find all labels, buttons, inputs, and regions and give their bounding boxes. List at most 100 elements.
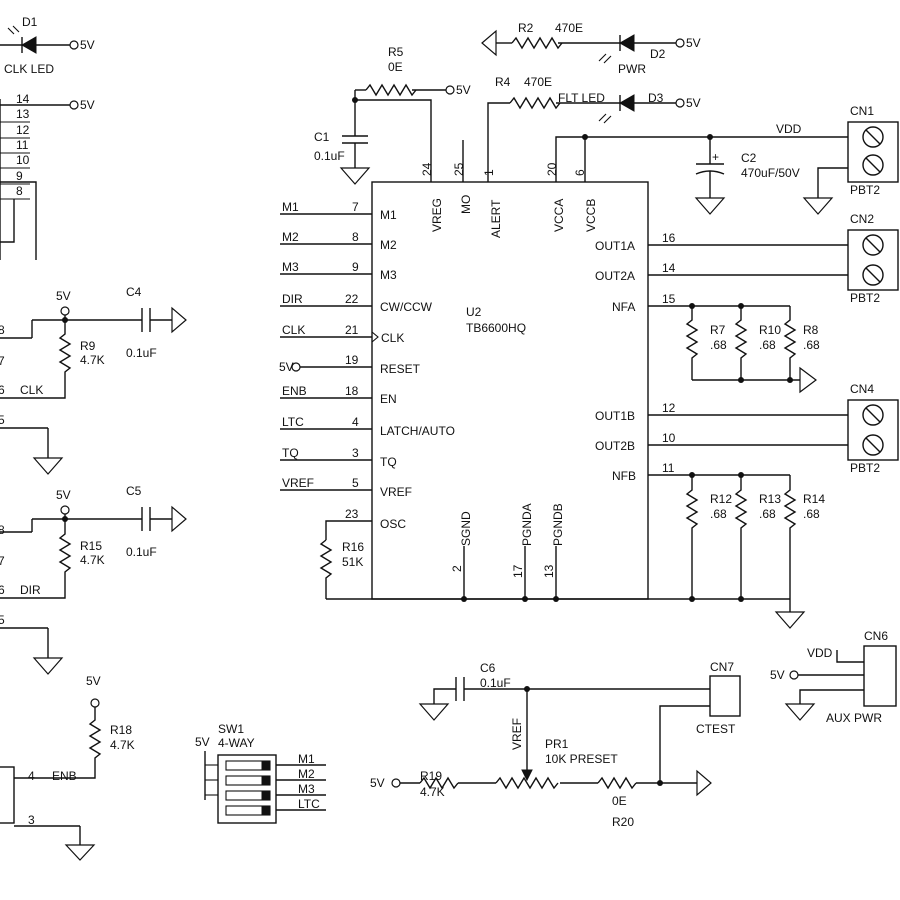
svg-text:ALERT: ALERT — [489, 199, 503, 238]
c5-value: 0.1uF — [126, 545, 157, 559]
cn4-ref: CN4 — [850, 382, 874, 396]
top-pin: 1 ALERT — [482, 169, 503, 238]
enb-pin: 4 — [28, 769, 35, 783]
dip-switch-sw1: SW1 4-WAY 5V M1 M2 M3 LTC — [195, 722, 326, 824]
cn4-type: PBT2 — [850, 461, 880, 475]
r5-value: 0E — [388, 60, 403, 74]
header-pin: 11 — [16, 138, 29, 152]
svg-text:M3: M3 — [380, 268, 397, 282]
vref-net-label: VREF — [510, 718, 524, 750]
svg-text:9: 9 — [352, 260, 359, 274]
dir-pin: 5 — [0, 613, 5, 627]
r7-value: .68 — [710, 338, 727, 352]
clk-pin: 5 — [0, 413, 5, 427]
svg-text:25: 25 — [452, 162, 466, 176]
c4-ref: C4 — [126, 285, 142, 299]
ground-bus: R16 51K — [319, 539, 806, 629]
clk-5v: 5V — [56, 289, 71, 303]
d1-5v: 5V — [80, 38, 95, 52]
svg-text:15: 15 — [662, 292, 676, 306]
cn6-ref: CN6 — [864, 629, 888, 643]
connector-cn6: CN6 VDD 5V AUX PWR — [770, 629, 897, 725]
vref-network: C6 0.1uF VREF PR1 10K PRESET 5V R19 4.7K… — [370, 660, 741, 829]
svg-text:M2: M2 — [380, 238, 397, 252]
r19-5v: 5V — [370, 776, 385, 790]
r12-ref: R12 — [710, 492, 732, 506]
svg-text:SGND: SGND — [459, 511, 473, 546]
svg-text:M2: M2 — [282, 230, 299, 244]
r9-value: 4.7K — [80, 353, 105, 367]
d1-label: CLK LED — [4, 62, 54, 76]
chip-u2: U2 TB6600HQ 24 VREG 25 MO 1 ALERT 20 VCC… — [279, 140, 848, 600]
svg-text:NFA: NFA — [612, 300, 635, 314]
c4-value: 0.1uF — [126, 346, 157, 360]
dir-pin: 6 — [0, 583, 5, 597]
dir-net-label: DIR — [20, 583, 41, 597]
c6-ref: C6 — [480, 661, 496, 675]
connector-cn2: CN2 PBT2 — [847, 212, 899, 305]
top-pin: 25 MO — [452, 162, 473, 214]
svg-text:TQ: TQ — [380, 455, 397, 469]
svg-text:5V: 5V — [279, 360, 294, 374]
r19-value: 4.7K — [420, 785, 445, 799]
connector-cn1: CN1 PBT2 — [847, 104, 899, 197]
header-pin: 13 — [16, 107, 30, 121]
d1-ref: D1 — [22, 15, 38, 29]
r2-value: 470E — [555, 21, 583, 35]
header-pin: 14 — [16, 92, 30, 106]
svg-text:OUT1A: OUT1A — [595, 239, 635, 253]
r8-value: .68 — [803, 338, 820, 352]
r15-value: 4.7K — [80, 553, 105, 567]
cn7-ref: CN7 — [710, 660, 734, 674]
header-5v: 5V — [80, 98, 95, 112]
r18-ref: R18 — [110, 723, 132, 737]
chip-ref: U2 — [466, 305, 482, 319]
svg-text:16: 16 — [662, 231, 676, 245]
svg-text:PGNDB: PGNDB — [551, 503, 565, 546]
svg-text:CW/CCW: CW/CCW — [380, 300, 433, 314]
r20-ref: R20 — [612, 815, 634, 829]
svg-text:NFB: NFB — [612, 469, 636, 483]
svg-text:6: 6 — [573, 169, 587, 176]
r13-value: .68 — [759, 507, 776, 521]
enb-5v: 5V — [86, 674, 101, 688]
r14-value: .68 — [803, 507, 820, 521]
cn6-vdd: VDD — [807, 646, 833, 660]
svg-text:17: 17 — [511, 564, 525, 578]
cn1-type: PBT2 — [850, 183, 880, 197]
svg-text:VCCA: VCCA — [552, 199, 566, 232]
svg-text:EN: EN — [380, 392, 397, 406]
connector-cn4: CN4 PBT2 — [847, 382, 899, 475]
top-pin: 6 VCCB — [573, 169, 598, 232]
c5-ref: C5 — [126, 484, 142, 498]
r4-ref: R4 — [495, 75, 511, 89]
svg-text:18: 18 — [345, 384, 359, 398]
clk-pin: 7 — [0, 354, 5, 368]
r20-value: 0E — [612, 794, 627, 808]
svg-text:LTC: LTC — [282, 415, 304, 429]
d3-label: FLT LED — [558, 91, 605, 105]
pwr-led-network: 5V R2 470E D2 PWR — [481, 21, 701, 76]
svg-text:1: 1 — [482, 169, 496, 176]
svg-text:VREG: VREG — [430, 198, 444, 232]
svg-text:21: 21 — [345, 323, 359, 337]
cn6-label: AUX PWR — [826, 711, 882, 725]
vreg-network: R5 0E 5V C1 0.1uF — [314, 45, 471, 185]
svg-text:MO: MO — [459, 195, 473, 214]
svg-text:VREF: VREF — [380, 485, 412, 499]
svg-text:5: 5 — [352, 476, 359, 490]
vdd-rail: VDD + C2 470uF/50V — [555, 122, 848, 215]
svg-text:OUT1B: OUT1B — [595, 409, 635, 423]
svg-text:VCCB: VCCB — [584, 199, 598, 232]
d3-ref: D3 — [648, 91, 664, 105]
sw1-out: LTC — [298, 797, 320, 811]
r10-value: .68 — [759, 338, 776, 352]
enb-pin: 3 — [28, 813, 35, 827]
top-pin: 24 VREG — [420, 162, 444, 232]
clk-pin: 6 — [0, 383, 5, 397]
bottom-pins: SGND 2 PGNDA 17 PGNDB 13 — [450, 503, 565, 599]
svg-text:22: 22 — [345, 292, 359, 306]
cn7-label: CTEST — [696, 722, 736, 736]
svg-text:M1: M1 — [282, 200, 299, 214]
svg-text:CLK: CLK — [282, 323, 305, 337]
